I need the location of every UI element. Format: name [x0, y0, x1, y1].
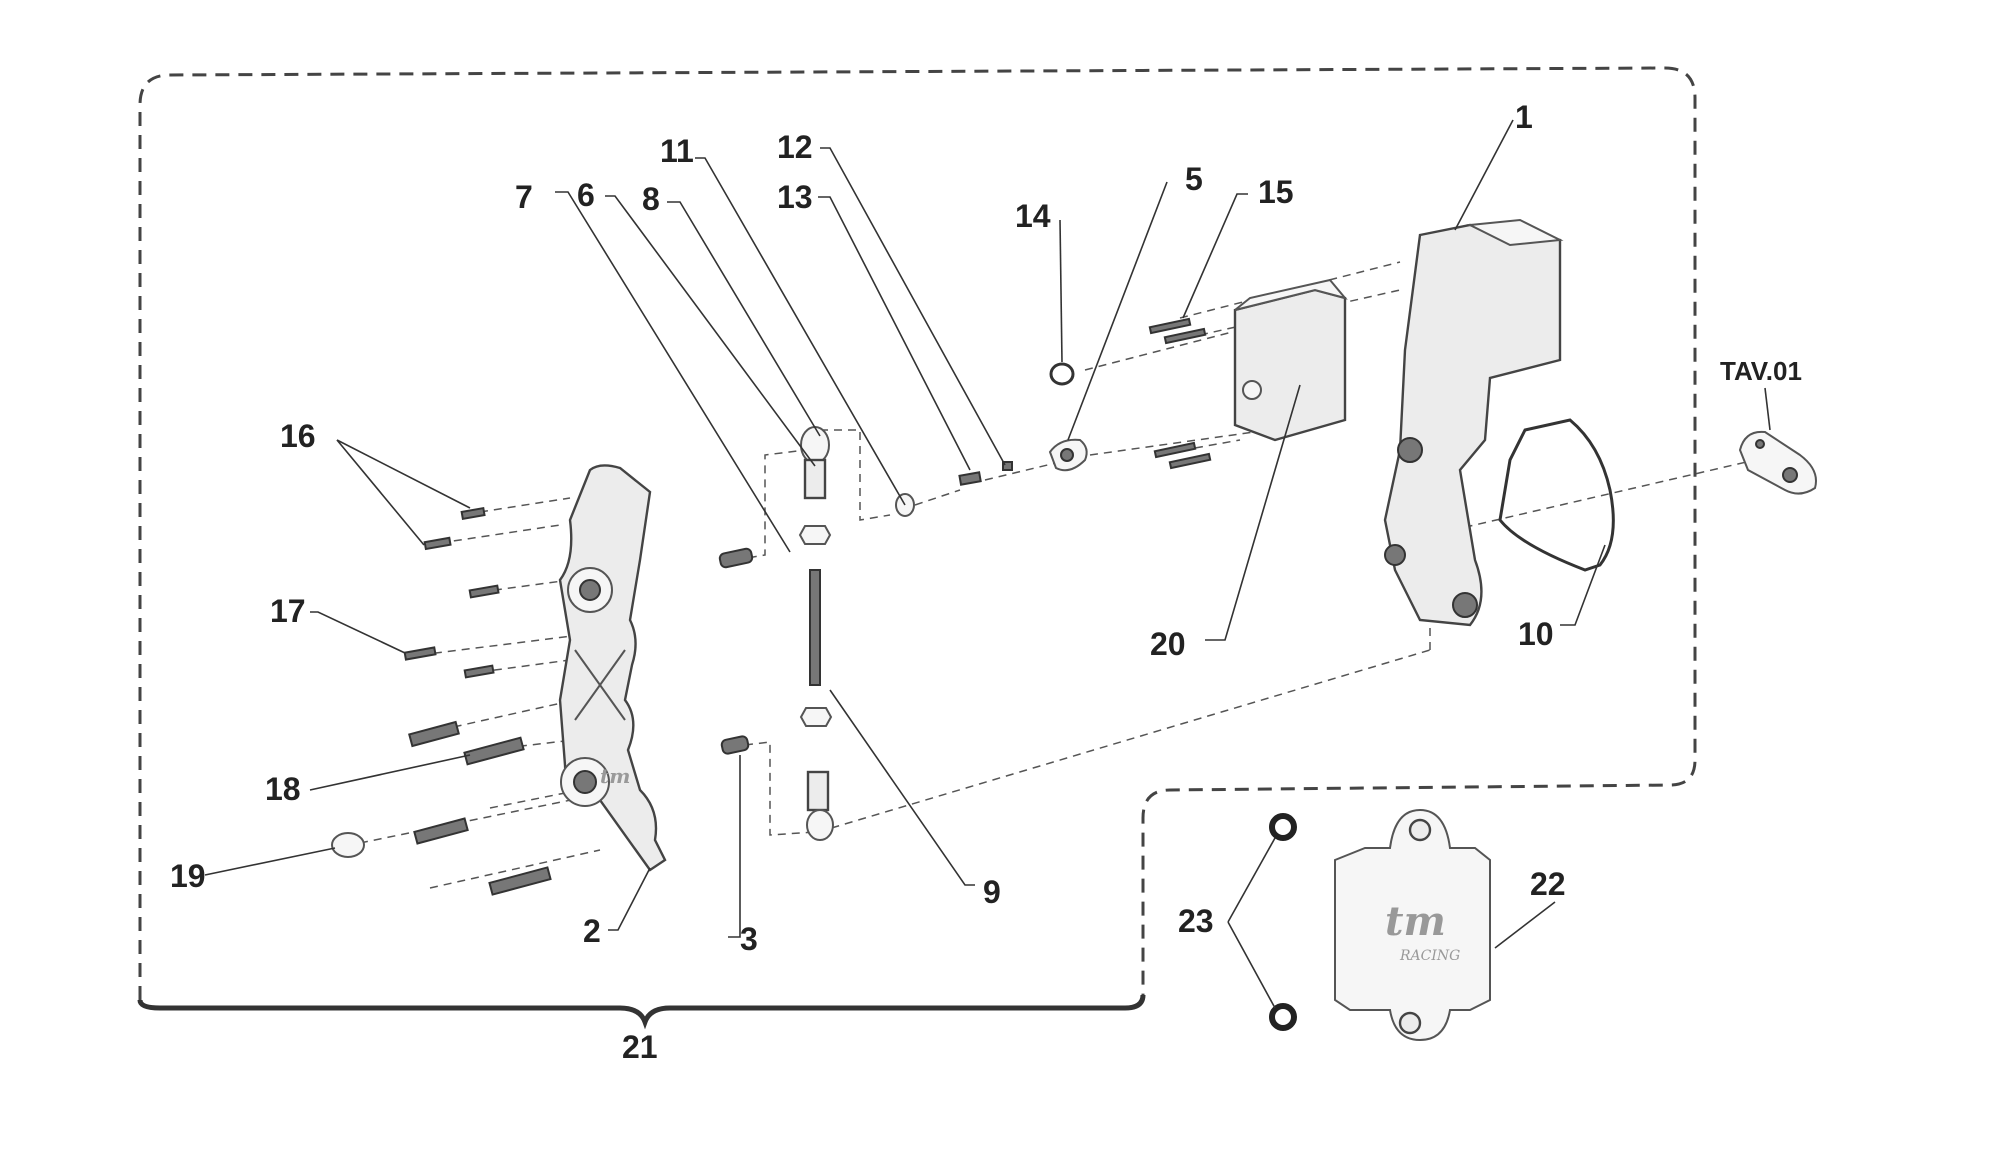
callout-16: 16	[280, 418, 316, 454]
callout-1: 1	[1515, 99, 1533, 135]
callout-tav01: TAV.01	[1720, 356, 1802, 386]
part-10-gasket	[1498, 418, 1615, 572]
part-12-pin	[958, 471, 982, 486]
callout-15: 15	[1258, 174, 1294, 210]
callout-13: 13	[777, 179, 813, 215]
part-20-servo-box	[1233, 278, 1348, 442]
callout-11: 11	[660, 133, 694, 169]
part-22-ecu-module: tm RACING	[1334, 808, 1491, 1042]
callout-5: 5	[1185, 161, 1203, 197]
callout-21: 21	[622, 1029, 658, 1065]
callout-12: 12	[777, 129, 813, 165]
assembly-group-outline	[138, 66, 1697, 1000]
callout-18: 18	[265, 771, 301, 807]
part-9-threaded-rod	[799, 569, 833, 727]
callout-20: 20	[1150, 626, 1186, 662]
part-6-rod-end-lower	[806, 770, 834, 841]
ecu-logo-sub: RACING	[1399, 948, 1460, 964]
callout-10: 10	[1518, 616, 1554, 652]
leader-lines	[204, 119, 1771, 1009]
callout-8: 8	[642, 181, 660, 217]
part-1-main-housing	[1383, 218, 1564, 627]
part-15-screws	[1148, 317, 1212, 470]
part-5-lever	[1048, 438, 1088, 472]
screws-group-left	[403, 506, 552, 896]
part-23-orings	[1269, 813, 1297, 1031]
callout-17: 17	[270, 593, 306, 629]
part-14-oring	[1049, 362, 1075, 386]
callout-19: 19	[170, 858, 206, 894]
callout-23: 23	[1178, 903, 1214, 939]
part-6-rod-end-upper	[800, 426, 830, 500]
part-7-bolt	[718, 547, 754, 569]
part-13-pin	[1002, 461, 1013, 471]
assembly-group-bracket	[137, 994, 1146, 1030]
callout-2: 2	[583, 913, 601, 949]
part-19-washer	[331, 832, 365, 858]
part-8-nut-upper	[798, 525, 832, 545]
part-2-cover-plate: tm	[558, 464, 667, 872]
callout-22: 22	[1530, 866, 1566, 902]
cover-logo: tm	[600, 764, 630, 788]
part-tav01-bracket	[1738, 430, 1817, 495]
callout-3: 3	[740, 921, 758, 957]
part-3-bolt	[720, 735, 750, 755]
callout-7: 7	[515, 179, 533, 215]
callout-6: 6	[577, 177, 595, 213]
ecu-logo: tm	[1385, 898, 1446, 945]
callout-9: 9	[983, 874, 1001, 910]
callout-14: 14	[1015, 198, 1051, 234]
